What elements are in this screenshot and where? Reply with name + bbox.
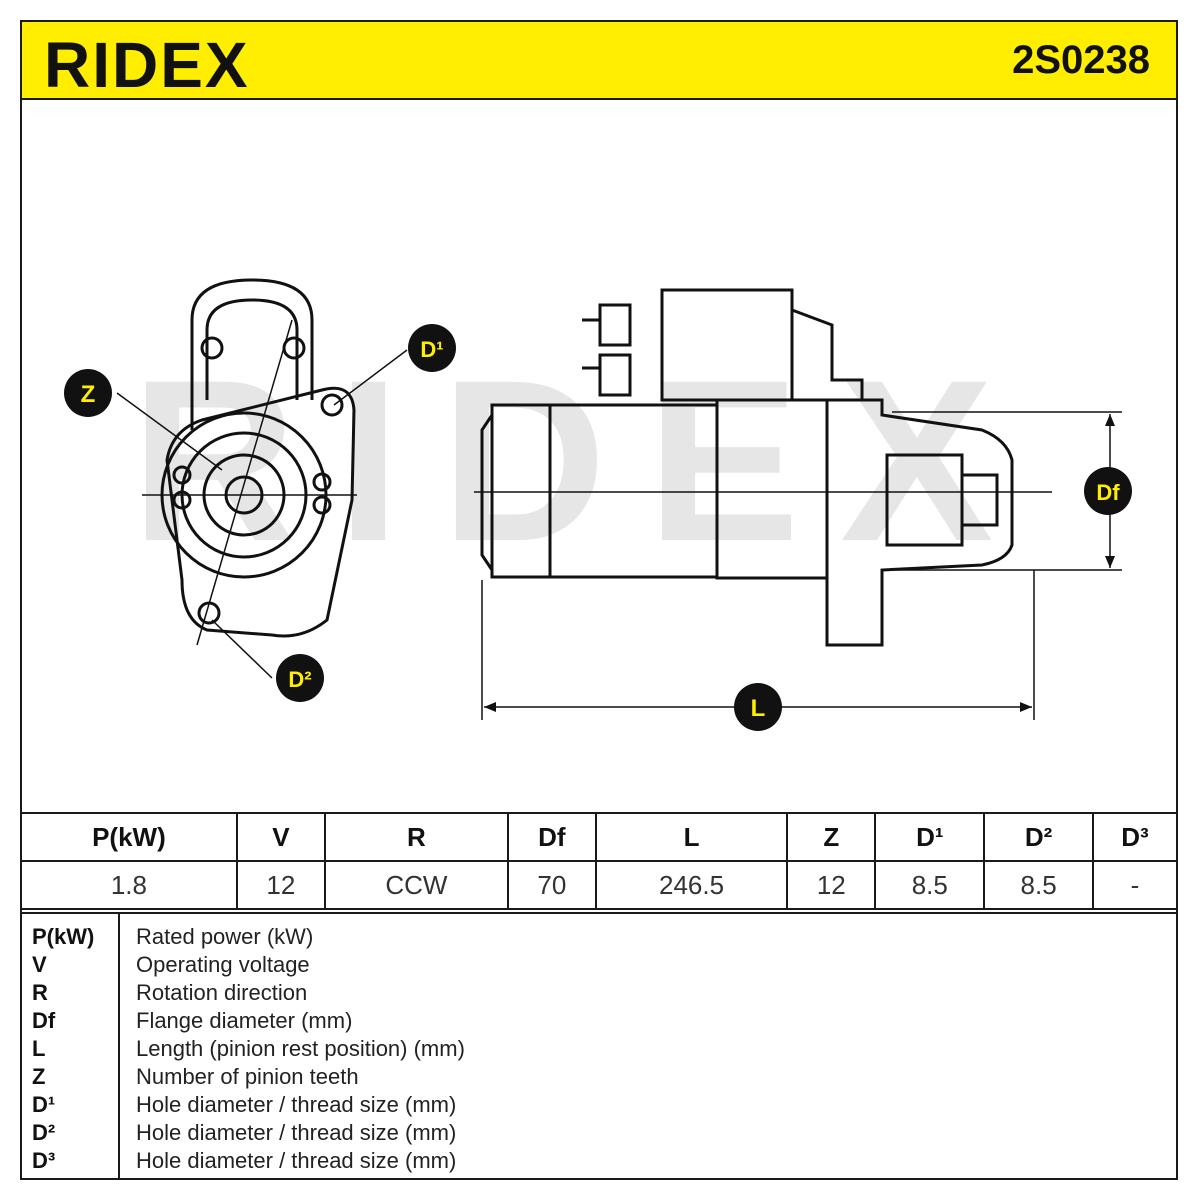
legend-item: Df Flange diameter (mm): [20, 1008, 1170, 1036]
legend-key: L: [32, 1036, 46, 1061]
brand-logo: RIDEX: [44, 29, 250, 101]
legend-key: D¹: [32, 1092, 56, 1117]
part-number: 2S0238: [1012, 38, 1150, 82]
legend-item: R Rotation direction: [20, 980, 1170, 1008]
badge-df-label: Df: [1096, 480, 1120, 505]
legend-item: L Length (pinion rest position) (mm): [20, 1036, 1170, 1064]
legend-item: P(kW) Rated power (kW): [20, 924, 1170, 952]
legend-item: D² Hole diameter / thread size (mm): [20, 1120, 1170, 1148]
legend-desc: Rotation direction: [136, 980, 308, 1005]
legend-key: Df: [32, 1008, 56, 1033]
legend-desc: Flange diameter (mm): [136, 1008, 353, 1033]
spec-header-cell: Z: [786, 812, 877, 862]
spec-header-row: P(kW) V R Df L Z D¹ D² D³: [20, 812, 1178, 862]
leader-lines: [116, 349, 408, 679]
badge-l-label: L: [751, 695, 766, 722]
front-view: [142, 278, 357, 646]
spec-header-cell: P(kW): [20, 812, 238, 862]
badge-d2: D²: [276, 654, 324, 702]
spec-value-cell: CCW: [323, 860, 509, 910]
badge-z-label: Z: [81, 381, 96, 408]
spec-value-cell: 246.5: [594, 860, 789, 910]
technical-drawing: RIDEX: [64, 278, 1132, 731]
legend-desc: Rated power (kW): [136, 924, 314, 949]
spec-value-cell: 12: [235, 860, 326, 910]
legend-divider: [118, 914, 120, 1180]
legend-desc: Operating voltage: [136, 952, 310, 977]
legend: P(kW) Rated power (kW) V Operating volta…: [20, 912, 1178, 1182]
side-view: [474, 288, 1122, 720]
spec-header-cell: D³: [1092, 812, 1178, 862]
badge-df: Df: [1084, 467, 1132, 515]
spec-table: P(kW) V R Df L Z D¹ D² D³ 1.8 12 CCW 70 …: [20, 812, 1178, 910]
legend-key: R: [32, 980, 48, 1005]
badge-d2-label: D²: [288, 667, 311, 692]
spec-header-cell: V: [235, 812, 326, 862]
legend-key: D²: [32, 1120, 56, 1145]
legend-key: Z: [32, 1064, 46, 1089]
legend-item: V Operating voltage: [20, 952, 1170, 980]
legend-item: D³ Hole diameter / thread size (mm): [20, 1148, 1170, 1176]
legend-desc: Hole diameter / thread size (mm): [136, 1120, 457, 1145]
spec-value-cell: 8.5: [874, 860, 986, 910]
badge-z: Z: [64, 369, 112, 417]
legend-desc: Number of pinion teeth: [136, 1064, 359, 1089]
legend-key: D³: [32, 1148, 56, 1173]
spec-header-cell: D²: [983, 812, 1094, 862]
spec-value-cell: 8.5: [983, 860, 1094, 910]
spec-header-cell: Df: [506, 812, 597, 862]
spec-header-cell: D¹: [874, 812, 986, 862]
header-bar: RIDEX 2S0238: [20, 20, 1178, 101]
spec-header-cell: R: [323, 812, 509, 862]
spec-value-cell: 70: [506, 860, 597, 910]
legend-desc: Hole diameter / thread size (mm): [136, 1092, 457, 1117]
legend-key: P(kW): [32, 924, 95, 949]
spec-value-row: 1.8 12 CCW 70 246.5 12 8.5 8.5 -: [20, 860, 1178, 910]
dimension-arrows: [484, 414, 1115, 712]
legend-item: D¹ Hole diameter / thread size (mm): [20, 1092, 1170, 1120]
badge-l: L: [734, 683, 782, 731]
spec-header-cell: L: [594, 812, 789, 862]
legend-key: V: [32, 952, 47, 977]
legend-desc: Length (pinion rest position) (mm): [136, 1036, 465, 1061]
legend-item: Z Number of pinion teeth: [20, 1064, 1170, 1092]
badge-d1: D¹: [408, 324, 456, 372]
badge-d1-label: D¹: [420, 337, 443, 362]
spec-value-cell: -: [1092, 860, 1178, 910]
spec-value-cell: 12: [786, 860, 877, 910]
watermark: RIDEX: [131, 332, 1034, 589]
legend-desc: Hole diameter / thread size (mm): [136, 1148, 457, 1173]
spec-value-cell: 1.8: [20, 860, 238, 910]
